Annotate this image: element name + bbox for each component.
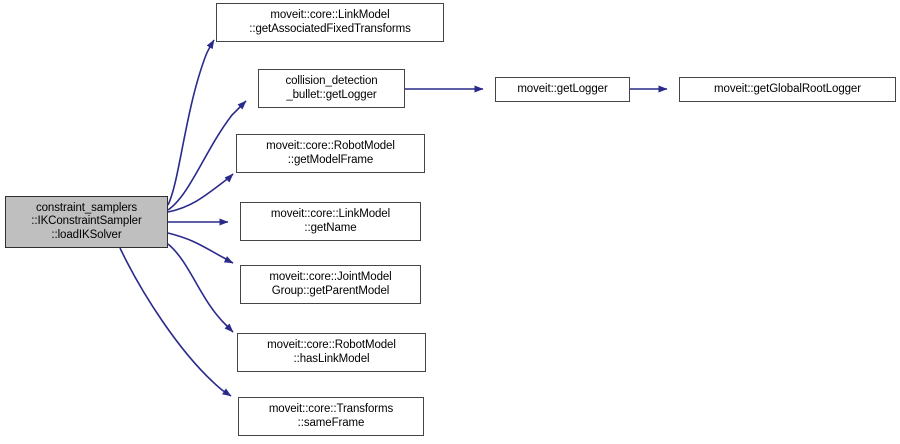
graph-edge-root-to-has_link_model [167,243,234,333]
graph-node-get_parent_model[interactable]: moveit::core::JointModel Group::getParen… [240,265,421,304]
graph-node-label: collision_detection _bullet::getLogger [285,75,378,101]
graph-edge-root-to-get_parent_model [167,232,234,264]
graph-node-get_name[interactable]: moveit::core::LinkModel ::getName [240,202,421,241]
graph-edge-root-to-bullet_get_logger [167,100,247,211]
graph-node-label: moveit::core::RobotModel ::hasLinkModel [267,339,396,365]
graph-node-moveit_get_global_root_logger[interactable]: moveit::getGlobalRootLogger [679,77,896,102]
graph-node-label: moveit::getGlobalRootLogger [714,82,861,95]
graph-edge-root-to-get_model_frame [167,173,234,213]
graph-node-bullet_get_logger[interactable]: collision_detection _bullet::getLogger [258,69,405,108]
graph-node-label: constraint_samplers ::IKConstraintSample… [31,201,142,241]
graph-edge-root-to-same_frame [119,247,232,397]
graph-node-root[interactable]: constraint_samplers ::IKConstraintSample… [5,196,168,248]
graph-node-same_frame[interactable]: moveit::core::Transforms ::sameFrame [238,397,424,436]
graph-node-label: moveit::core::LinkModel ::getName [270,208,391,234]
graph-edge-root-to-get_assoc_fixed_transforms [167,39,215,206]
graph-node-has_link_model[interactable]: moveit::core::RobotModel ::hasLinkModel [237,333,426,372]
graph-node-moveit_get_logger[interactable]: moveit::getLogger [495,77,630,102]
graph-node-label: moveit::getLogger [517,82,608,95]
graph-node-label: moveit::core::JointModel Group::getParen… [269,271,392,297]
graph-node-label: moveit::core::LinkModel ::getAssociatedF… [249,9,411,35]
graph-node-get_assoc_fixed_transforms[interactable]: moveit::core::LinkModel ::getAssociatedF… [216,3,444,42]
graph-node-label: moveit::core::Transforms ::sameFrame [268,403,394,429]
graph-node-label: moveit::core::RobotModel ::getModelFrame [266,140,395,166]
graph-node-get_model_frame[interactable]: moveit::core::RobotModel ::getModelFrame [236,134,425,173]
